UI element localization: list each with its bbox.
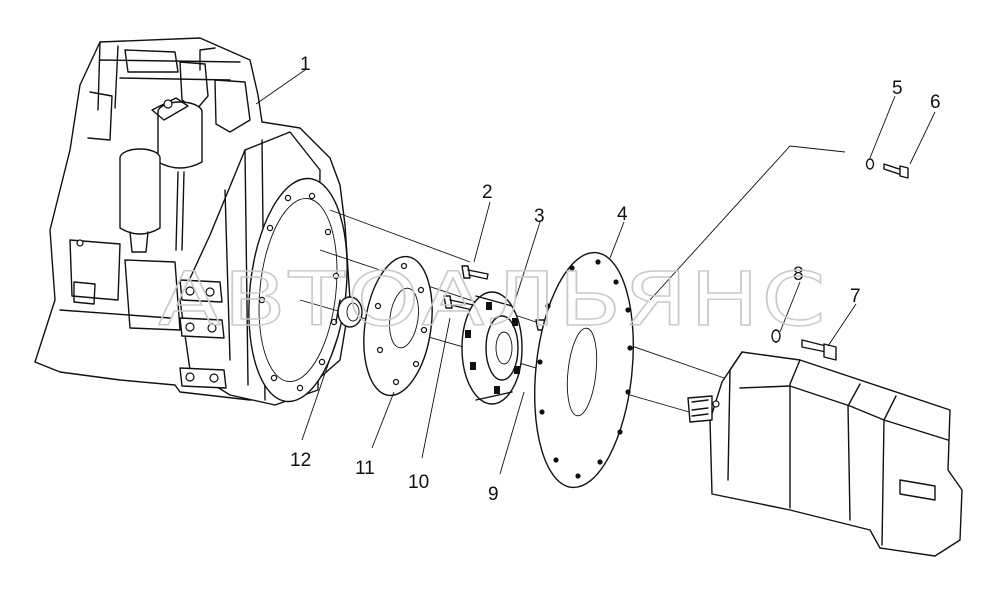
- callout-10: 10: [408, 472, 429, 493]
- bushing: [335, 296, 363, 328]
- callout-7: 7: [850, 286, 861, 307]
- callout-4: 4: [617, 204, 628, 225]
- bolt-6: [883, 163, 909, 179]
- bolt-2: [461, 265, 489, 280]
- engine-block: [34, 37, 351, 406]
- leader-lines: [255, 69, 936, 475]
- large-disc: [533, 251, 635, 489]
- hub-flange: [461, 291, 523, 405]
- callout-9: 9: [488, 484, 499, 505]
- callout-1: 1: [300, 54, 311, 75]
- generator-unit: [687, 351, 963, 557]
- washer-5: [865, 158, 875, 170]
- disc-bolt-holes: [537, 259, 633, 479]
- callout-6: 6: [930, 92, 941, 113]
- callout-8: 8: [793, 264, 804, 285]
- thin-plate: [363, 255, 433, 397]
- callout-labels: 1 2 3 4 5 6 7 8 9 10 11 12: [290, 54, 941, 505]
- watermark: АВТОАЛЬЯНС: [158, 257, 828, 343]
- callout-11: 11: [355, 458, 375, 479]
- callout-3: 3: [534, 206, 545, 227]
- callout-2: 2: [482, 182, 493, 203]
- callout-12: 12: [290, 450, 311, 471]
- housing-bolt-holes: [258, 192, 340, 392]
- bolt-7: [801, 339, 837, 361]
- callout-5: 5: [892, 78, 903, 99]
- washer-8: [771, 329, 781, 343]
